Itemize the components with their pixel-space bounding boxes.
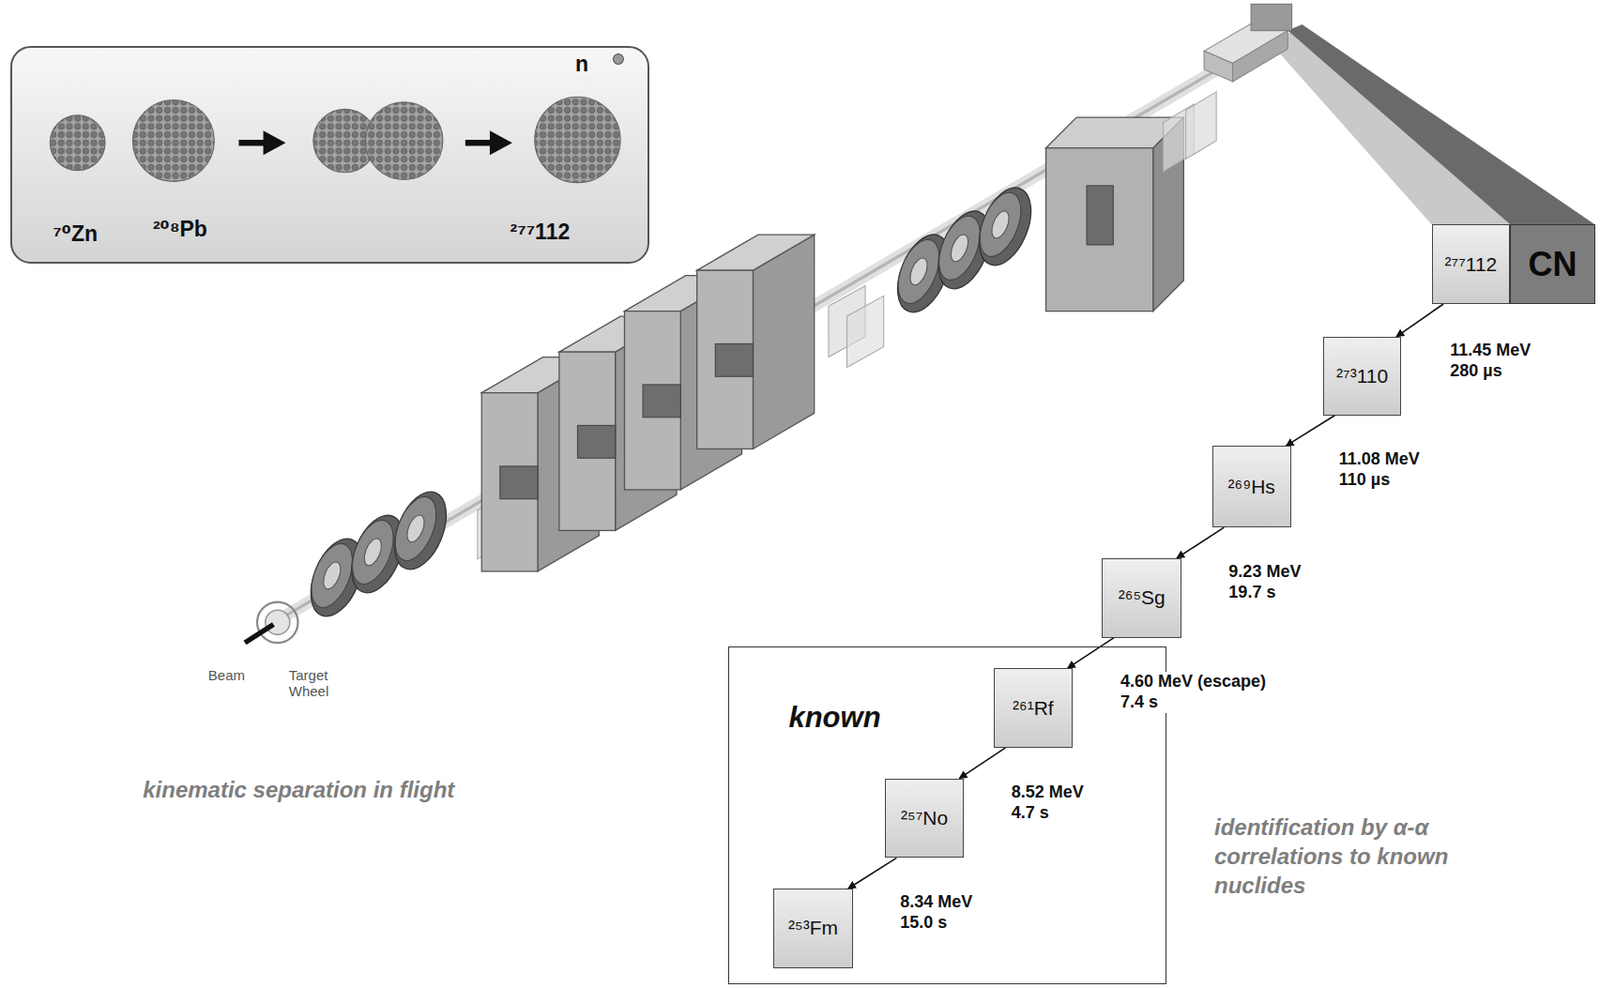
nuclide-name: ²⁶¹Rf	[1012, 697, 1054, 720]
nuclide-name: ²⁵⁷No	[900, 807, 948, 830]
beam-screen	[847, 295, 884, 367]
quadrupole	[969, 180, 1042, 274]
nuclide-box: ²⁶⁹Hs	[1212, 445, 1292, 528]
decay-energy-label: 11.45 MeV 280 µs	[1447, 340, 1547, 382]
target-wheel	[257, 602, 298, 643]
quadrupole	[384, 484, 458, 578]
beam-screen	[1186, 91, 1218, 160]
compound-nucleus	[534, 96, 621, 183]
fusing-nucleus	[365, 102, 443, 181]
nuclide-label: ²⁷⁷112	[509, 219, 570, 245]
lead-nucleus	[132, 100, 214, 183]
nuclide-name: CN	[1527, 244, 1577, 285]
decay-energy-label: 4.60 MeV (escape) 7.4 s	[1117, 671, 1283, 714]
velocity-filter	[1046, 148, 1154, 312]
reaction-arrow	[465, 139, 494, 147]
nuclide-name: ²⁶⁹Hs	[1228, 475, 1276, 499]
detector-fan	[1270, 30, 1511, 226]
nuclide-name: ²⁷³110	[1336, 365, 1388, 388]
nuclide-box: ²⁶¹Rf	[993, 668, 1073, 748]
compound-nucleus-box: CN	[1509, 224, 1595, 305]
reaction-panel: ⁷⁰Zn ²⁰⁸Pb ²⁷⁷112 n	[10, 45, 650, 264]
detector-fan-dark	[1287, 24, 1595, 225]
part-label: Beam	[208, 667, 265, 684]
decay-arrow	[1396, 304, 1444, 337]
nuclide-label: n	[575, 51, 589, 77]
decay-energy-label: 8.52 MeV 4.7 s	[1008, 782, 1109, 824]
decay-arrow	[848, 857, 898, 889]
decay-arrow	[1176, 527, 1224, 559]
caption-note: kinematic separation in flight	[142, 775, 462, 805]
nuclide-name: ²⁵³Fm	[788, 916, 839, 940]
target-wheel	[265, 609, 290, 635]
neutron	[613, 54, 625, 65]
zinc-nucleus	[49, 115, 106, 171]
nuclide-name: ²⁶⁵Sg	[1118, 586, 1166, 610]
dipole-magnet	[697, 234, 815, 449]
decay-energy-label: 8.34 MeV 15.0 s	[897, 892, 997, 934]
decay-arrow	[1285, 415, 1335, 447]
nuclide-box: ²⁵⁷No	[884, 778, 965, 859]
nuclide-label: ⁷⁰Zn	[52, 221, 98, 247]
decay-energy-label: 9.23 MeV 19.7 s	[1225, 562, 1326, 604]
reaction-arrow-head	[489, 130, 513, 155]
nuclide-box: ²⁵³Fm	[773, 888, 854, 969]
reaction-arrow	[238, 139, 267, 147]
decay-energy-label: 11.08 MeV 110 µs	[1336, 449, 1436, 491]
nuclide-label: ²⁰⁸Pb	[152, 216, 208, 243]
nuclide-name: ²⁷⁷112	[1445, 253, 1498, 276]
nuclide-box: ²⁷⁷112	[1432, 224, 1511, 305]
detector	[1203, 50, 1233, 82]
detector-housing	[1250, 3, 1292, 31]
nuclide-box: ²⁶⁵Sg	[1101, 558, 1182, 639]
caption-note: identification by α-α correlations to kn…	[1214, 812, 1496, 901]
beam-line	[267, 65, 1225, 627]
nuclide-box: ²⁷³110	[1323, 336, 1402, 416]
detector	[1233, 30, 1289, 82]
beam-pipe	[244, 624, 274, 643]
decay-arrow	[959, 747, 1006, 779]
decay-arrow	[1067, 638, 1114, 670]
part-label: Target Wheel	[289, 667, 363, 701]
beam-line	[267, 65, 1225, 627]
reaction-panel-ground	[10, 45, 650, 264]
velocity-filter-window	[1086, 185, 1113, 245]
reaction-arrow-head	[263, 130, 287, 155]
region-heading: known	[788, 700, 881, 735]
